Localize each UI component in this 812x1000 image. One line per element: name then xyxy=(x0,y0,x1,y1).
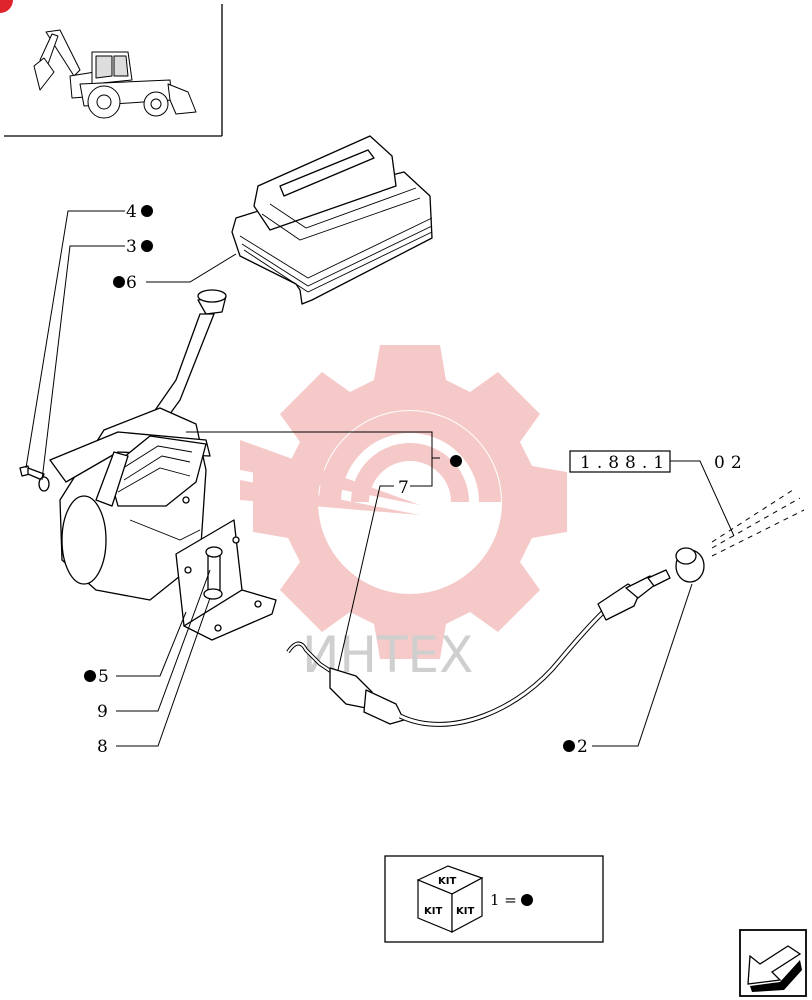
callout-label: 9 xyxy=(97,702,108,722)
callout-4: 4 xyxy=(126,202,153,222)
bolt-part-9 xyxy=(205,546,223,591)
callout-label: 4 xyxy=(126,202,137,222)
callout-label: 7 xyxy=(398,478,409,498)
kit-dot xyxy=(450,455,462,467)
reference-box-text: 1.88.1 xyxy=(580,453,670,473)
callout-8: 8 xyxy=(97,737,108,757)
callout-label: 6 xyxy=(126,273,137,293)
kit-legend: KIT KIT KIT 1 = xyxy=(384,855,604,943)
kit-dot xyxy=(563,740,575,752)
backhoe-loader-icon xyxy=(33,29,197,119)
callout-1 xyxy=(450,455,462,467)
callout-2: 2 xyxy=(563,737,588,757)
kit-dot xyxy=(84,670,96,682)
kit-dot xyxy=(113,276,125,288)
reference-link[interactable]: 1.88.1 02 xyxy=(569,450,748,473)
washer-part-8 xyxy=(203,588,223,600)
screw-part-4 xyxy=(19,465,45,481)
watermark-text: ИНТЕХ xyxy=(302,626,473,684)
reference-suffix: 02 xyxy=(714,453,748,473)
gear-lever-boot xyxy=(231,135,433,305)
dashed-extension xyxy=(711,487,805,557)
kit-dot xyxy=(141,205,153,217)
callout-9: 9 xyxy=(97,702,108,722)
callout-label: 2 xyxy=(577,737,588,757)
corner-badge xyxy=(0,0,13,13)
kit-label-right: KIT xyxy=(456,906,474,917)
callout-6: 6 xyxy=(113,273,137,293)
cable-end-cap xyxy=(675,547,705,583)
leader-lines xyxy=(25,210,735,747)
kit-box-icon: KIT KIT KIT xyxy=(416,865,484,933)
washer-part-3 xyxy=(38,476,50,492)
control-cable xyxy=(286,569,671,727)
callout-label: 5 xyxy=(98,667,109,687)
callout-7: 7 xyxy=(398,478,409,498)
callout-label: 3 xyxy=(126,237,137,257)
kit-label-left: KIT xyxy=(424,906,442,917)
kit-dot xyxy=(141,240,153,252)
kit-label-top: KIT xyxy=(438,876,456,887)
callout-label: 8 xyxy=(97,737,108,757)
arrow-next-icon[interactable] xyxy=(739,929,807,997)
reference-box[interactable] xyxy=(569,450,671,473)
kit-legend-text: 1 = xyxy=(490,891,517,909)
kit-dot xyxy=(521,894,533,906)
thumbnail-frame xyxy=(4,4,223,137)
callout-5: 5 xyxy=(84,667,109,687)
gear-logo-icon xyxy=(240,345,567,659)
callout-3: 3 xyxy=(126,237,153,257)
